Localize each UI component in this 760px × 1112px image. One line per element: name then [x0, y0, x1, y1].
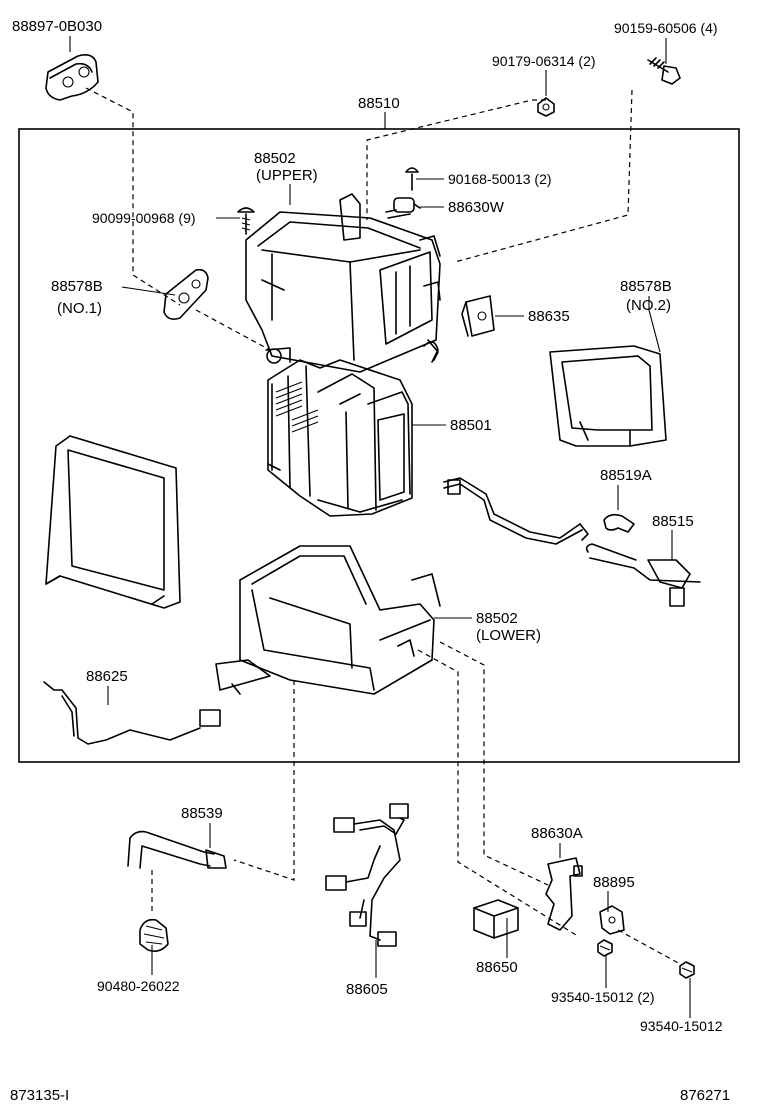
label-88578b-no1: 88578B: [51, 278, 103, 295]
label-88502-lower-sub: (LOWER): [476, 627, 541, 644]
clip-88519a: [603, 513, 635, 533]
label-93540-15012-x2: 93540-15012 (2): [551, 989, 655, 1005]
label-90480-26022: 90480-26022: [97, 978, 180, 994]
label-88502-upper-sub: (UPPER): [256, 167, 318, 184]
footer-code-right: 876271: [680, 1087, 730, 1104]
label-88578b-no1-sub: (NO.1): [57, 300, 102, 317]
screw-93540-single: [679, 961, 695, 979]
block-88650: [473, 899, 519, 939]
footer-code-left: 873135-I: [10, 1087, 69, 1104]
label-88635: 88635: [528, 308, 570, 325]
label-90179-06314: 90179-06314 (2): [492, 53, 596, 69]
sensor-88625: [43, 681, 221, 745]
label-88502-upper: 88502: [254, 150, 296, 167]
label-88519a: 88519A: [600, 467, 652, 484]
label-88897-0b030: 88897-0B030: [12, 18, 102, 35]
lower-case-88502: [215, 545, 441, 695]
label-88895: 88895: [593, 874, 635, 891]
expansion-valve-88515: [443, 477, 701, 607]
bracket-88630a: [545, 857, 583, 931]
wire-harness-88605: [325, 803, 409, 947]
upper-case-88502: [245, 193, 441, 373]
drain-hose-88539: [127, 830, 227, 869]
seal-88578b-no2: [549, 345, 667, 447]
screw-90099: [237, 207, 255, 235]
clip-88895: [599, 905, 625, 935]
left-seal-frame: [45, 435, 181, 609]
label-88515: 88515: [652, 513, 694, 530]
label-90099-00968: 90099-00968 (9): [92, 210, 196, 226]
label-88578b-no2: 88578B: [620, 278, 672, 295]
dashed-connectors: [85, 87, 683, 966]
label-88539: 88539: [181, 805, 223, 822]
label-88502-lower: 88502: [476, 610, 518, 627]
assembly-frame-88510: [18, 128, 740, 763]
plug-90480: [139, 918, 169, 952]
label-88630w: 88630W: [448, 199, 505, 216]
label-90159-60506: 90159-60506 (4): [614, 20, 718, 36]
thermistor-holder-88630w: [385, 197, 421, 219]
label-88630a: 88630A: [531, 825, 583, 842]
leader-lines: [69, 36, 691, 1018]
label-88625: 88625: [86, 668, 128, 685]
label-88605: 88605: [346, 981, 388, 998]
label-90168-50013: 90168-50013 (2): [448, 171, 552, 187]
label-88510: 88510: [358, 95, 400, 112]
label-93540-15012: 93540-15012: [640, 1018, 723, 1034]
hook-clip: [423, 341, 439, 363]
nut-90179: [537, 97, 555, 117]
bracket-88635: [461, 295, 495, 337]
label-88501: 88501: [450, 417, 492, 434]
screw-90168: [405, 167, 419, 191]
bolt-90159: [647, 57, 681, 85]
screw-93540-pair: [597, 939, 613, 957]
grommet-88897: [45, 54, 99, 101]
evaporator-core-88501: [265, 347, 413, 517]
label-88650: 88650: [476, 959, 518, 976]
seal-plate-88578b-no1: [163, 268, 209, 320]
